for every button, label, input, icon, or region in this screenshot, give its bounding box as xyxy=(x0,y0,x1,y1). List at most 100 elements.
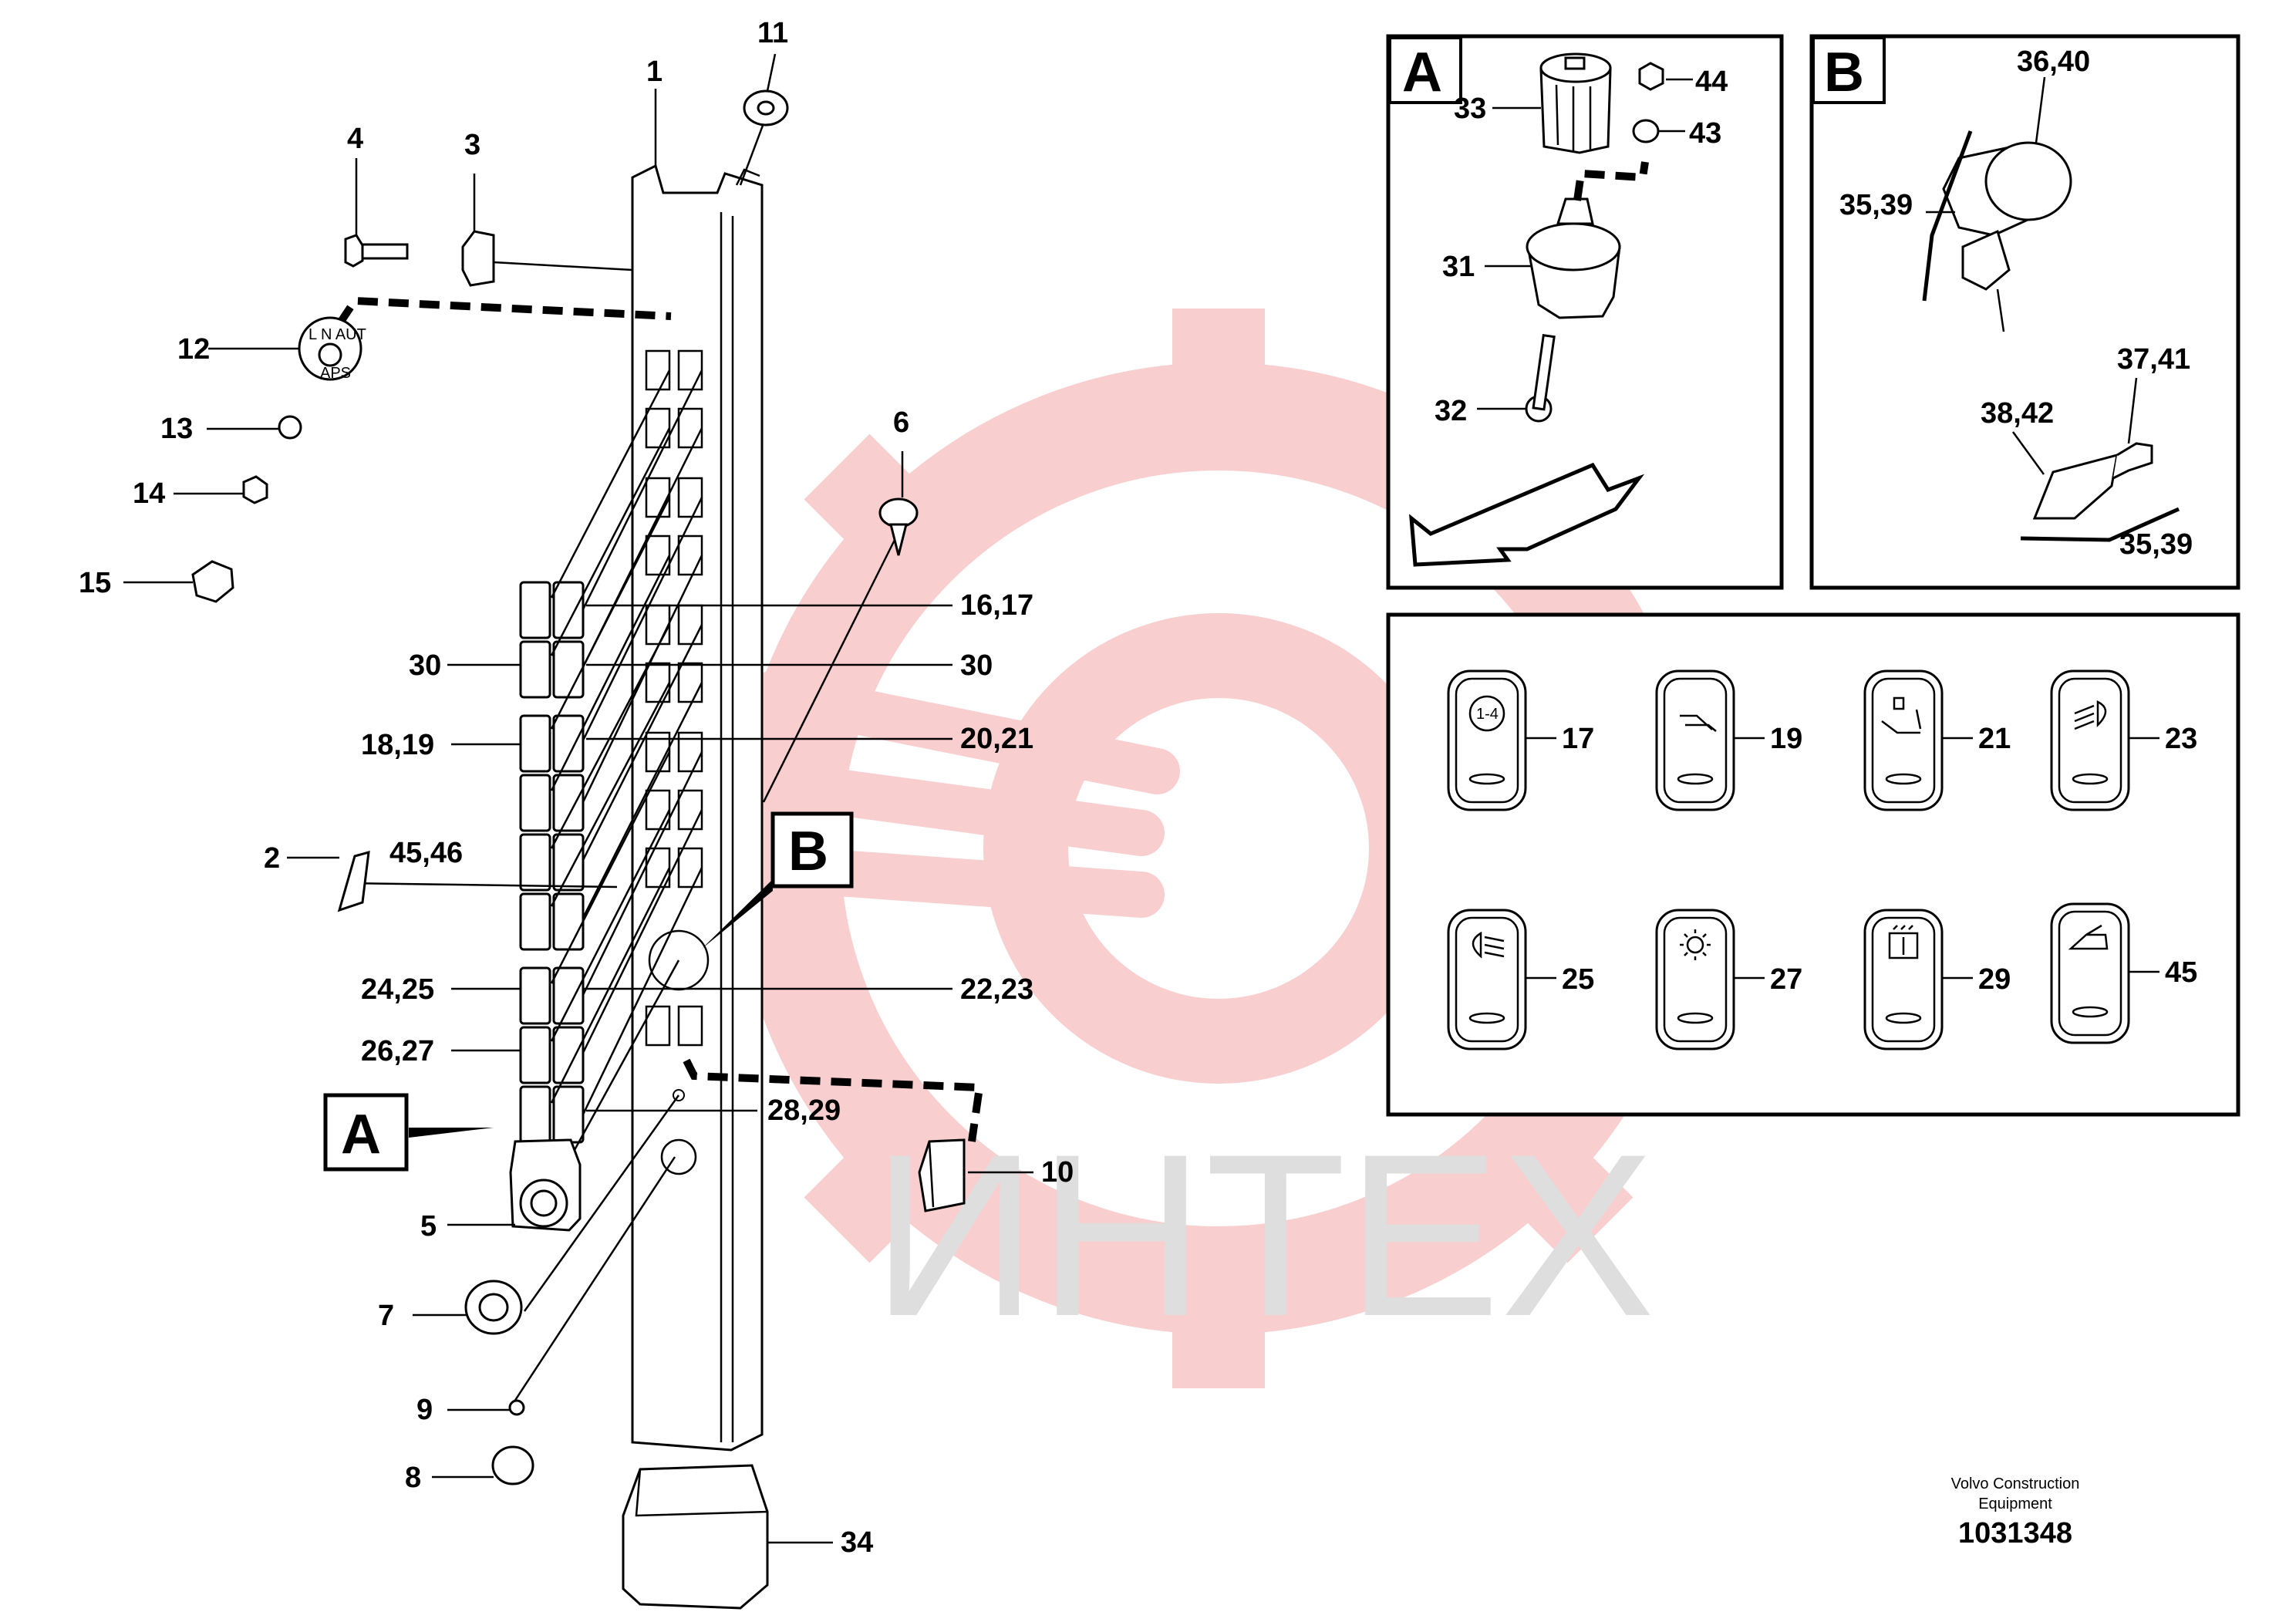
svg-text:B: B xyxy=(788,821,828,882)
switch-23: 23 xyxy=(2050,669,2197,811)
view-a-callout-43: 43 xyxy=(1689,117,1721,150)
svg-text:APS: APS xyxy=(320,365,351,382)
callout-15: 15 xyxy=(79,567,111,599)
assembly-lines xyxy=(346,123,896,1404)
view-a-direction-arrow xyxy=(1409,462,1645,567)
callout-1: 1 xyxy=(646,56,663,88)
svg-text:A: A xyxy=(341,1104,381,1165)
part-10-switch xyxy=(918,1138,966,1212)
switch-17: 1-4 17 xyxy=(1447,669,1594,811)
part-3-clip xyxy=(461,230,495,287)
part-6-screw xyxy=(878,497,919,556)
callout-24-25: 24,25 xyxy=(361,973,434,1006)
view-a-part-32-screw xyxy=(1525,334,1556,423)
part-15-cap xyxy=(191,560,234,603)
switch-callout-25: 25 xyxy=(1562,963,1594,996)
view-b-key xyxy=(2032,442,2153,520)
callout-16-17: 16,17 xyxy=(960,589,1033,622)
switch-callout-23: 23 xyxy=(2165,723,2197,755)
dashed-connector-upper xyxy=(335,296,672,326)
callout-26-27: 26,27 xyxy=(361,1035,434,1067)
switch-19: 19 xyxy=(1655,669,1802,811)
footer: Volvo Construction Equipment 1031348 xyxy=(1951,1475,2080,1549)
dashed-connector-lower xyxy=(683,1058,984,1142)
svg-text:1-4: 1-4 xyxy=(1476,706,1499,723)
detail-view-a: A 33 44 43 xyxy=(1386,34,1784,590)
view-b-callout-35-39-top: 35,39 xyxy=(1839,189,1913,221)
callout-5: 5 xyxy=(420,1210,437,1243)
view-a-part-43-washer xyxy=(1632,119,1660,143)
detail-view-b: B 36,40 35,39 38,42 37,41 35,39 xyxy=(1809,34,2240,590)
view-b-callout-37-41: 37,41 xyxy=(2117,343,2190,376)
view-b-callout-38-42: 38,42 xyxy=(1981,397,2054,430)
svg-text:L N AUT: L N AUT xyxy=(308,326,366,343)
view-a-callout-33: 33 xyxy=(1454,93,1486,125)
part-7-ring xyxy=(464,1280,523,1335)
callout-30-left: 30 xyxy=(409,649,441,682)
callout-3: 3 xyxy=(464,129,480,161)
view-a-callout-32: 32 xyxy=(1435,395,1467,427)
view-b-callout-36-40: 36,40 xyxy=(2017,46,2090,78)
switch-27: 27 xyxy=(1655,909,1802,1050)
callout-8: 8 xyxy=(405,1462,421,1494)
switch-panel: 1-4 17 19 21 23 xyxy=(1386,612,2240,1117)
switch-45: 45 xyxy=(2050,902,2197,1044)
section-marker-a: A xyxy=(323,1093,494,1172)
callout-22-23: 22,23 xyxy=(960,973,1033,1006)
part-2-plate xyxy=(337,850,370,912)
view-b-lock-cylinder xyxy=(1942,141,2072,291)
part-5-housing xyxy=(509,1138,582,1232)
callout-28-29: 28,29 xyxy=(767,1094,841,1127)
callout-leaders xyxy=(123,53,1033,1544)
bottom-cover-part-34 xyxy=(622,1464,769,1610)
switch-21: 21 xyxy=(1863,669,2011,811)
switch-callout-21: 21 xyxy=(1978,723,2011,755)
switch-callout-17: 17 xyxy=(1562,723,1594,755)
part-13-washer xyxy=(278,415,302,440)
view-b-letter: B xyxy=(1824,42,1864,103)
part-11-grommet xyxy=(743,89,789,126)
callout-30-right: 30 xyxy=(960,649,993,682)
callout-9: 9 xyxy=(416,1394,433,1426)
callout-18-19: 18,19 xyxy=(361,729,434,761)
callout-34: 34 xyxy=(841,1526,873,1559)
callout-12: 12 xyxy=(177,333,210,366)
watermark-text: ИНТЕХ xyxy=(872,1105,1655,1364)
switch-callout-27: 27 xyxy=(1770,963,1802,996)
callout-6: 6 xyxy=(893,406,909,439)
callout-7: 7 xyxy=(378,1300,394,1332)
callout-4: 4 xyxy=(347,123,363,155)
callout-2: 2 xyxy=(264,842,280,875)
part-9-plug xyxy=(508,1399,525,1416)
callout-10: 10 xyxy=(1041,1156,1074,1189)
footer-company-line1: Volvo Construction xyxy=(1951,1475,2080,1492)
view-a-callout-44: 44 xyxy=(1695,66,1728,98)
switch-callout-29: 29 xyxy=(1978,963,2011,996)
callout-13: 13 xyxy=(160,413,193,445)
view-a-letter: A xyxy=(1402,42,1442,103)
callout-20-21: 20,21 xyxy=(960,723,1033,755)
section-marker-b: B xyxy=(702,811,854,949)
switch-25: 25 xyxy=(1447,909,1594,1050)
callout-14: 14 xyxy=(133,477,165,510)
switch-callout-19: 19 xyxy=(1770,723,1802,755)
part-14-nut xyxy=(242,475,268,504)
view-a-part-44-nut xyxy=(1638,62,1664,91)
part-12-switch-knob: L N AUT APS xyxy=(298,316,366,382)
callout-labels: 1 11 4 3 12 13 14 15 6 16,17 30 30 18,19… xyxy=(79,17,1074,1559)
view-a-callout-31: 31 xyxy=(1442,251,1475,283)
callout-45-46: 45,46 xyxy=(389,837,463,869)
main-column-part-1 xyxy=(631,164,764,1452)
callout-11: 11 xyxy=(757,17,788,49)
footer-company-line2: Equipment xyxy=(1978,1496,2052,1512)
footer-drawing-number: 1031348 xyxy=(1958,1517,2072,1549)
view-a-part-31-holder xyxy=(1526,197,1621,319)
switch-29: 29 xyxy=(1863,909,2011,1050)
part-4-bolt xyxy=(344,234,409,268)
view-a-part-33-knob xyxy=(1539,52,1612,154)
view-b-callout-35-39-bottom: 35,39 xyxy=(2119,528,2193,561)
switch-callout-45: 45 xyxy=(2165,956,2197,989)
part-8-cap xyxy=(491,1445,534,1485)
